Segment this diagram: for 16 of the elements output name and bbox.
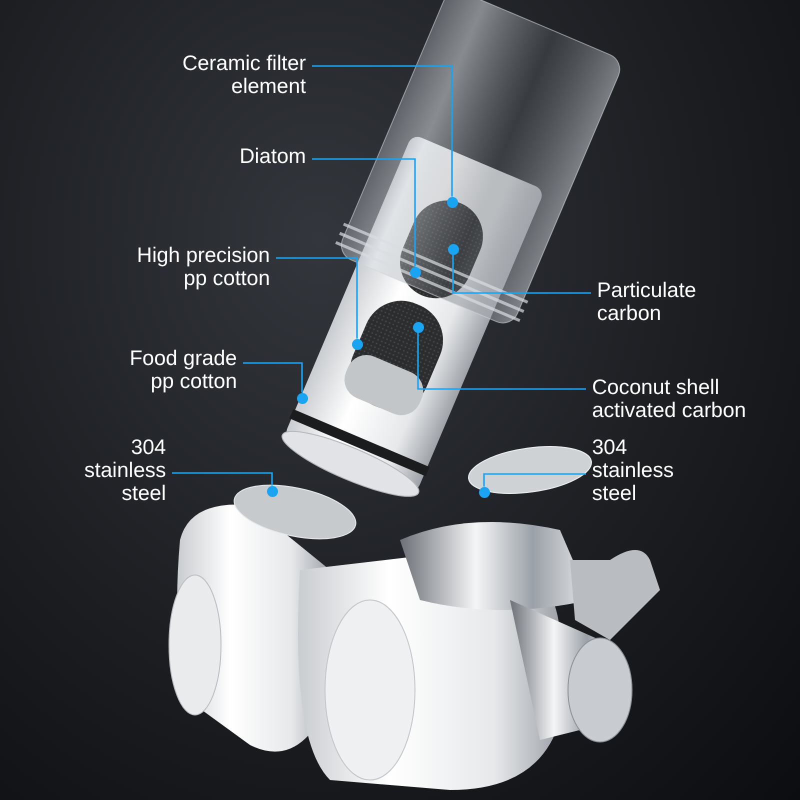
leader-line bbox=[276, 257, 358, 338]
target-dot bbox=[296, 392, 308, 404]
leader-line bbox=[243, 362, 303, 392]
part-label: Diatom bbox=[186, 145, 306, 168]
part-label: 304 stainless steel bbox=[56, 436, 166, 505]
leader-line bbox=[312, 65, 453, 196]
part-label: Particulate carbon bbox=[597, 279, 722, 325]
part-label: Ceramic filter element bbox=[106, 52, 306, 98]
leader-line bbox=[312, 158, 416, 266]
part-label: Coconut shell activated carbon bbox=[592, 376, 792, 422]
part-label: 304 stainless steel bbox=[592, 436, 702, 505]
leader-line bbox=[172, 472, 273, 486]
leader-line bbox=[417, 332, 586, 390]
part-label: Food grade pp cotton bbox=[117, 347, 237, 393]
leader-line bbox=[452, 254, 591, 294]
part-label: High precision pp cotton bbox=[120, 244, 270, 290]
